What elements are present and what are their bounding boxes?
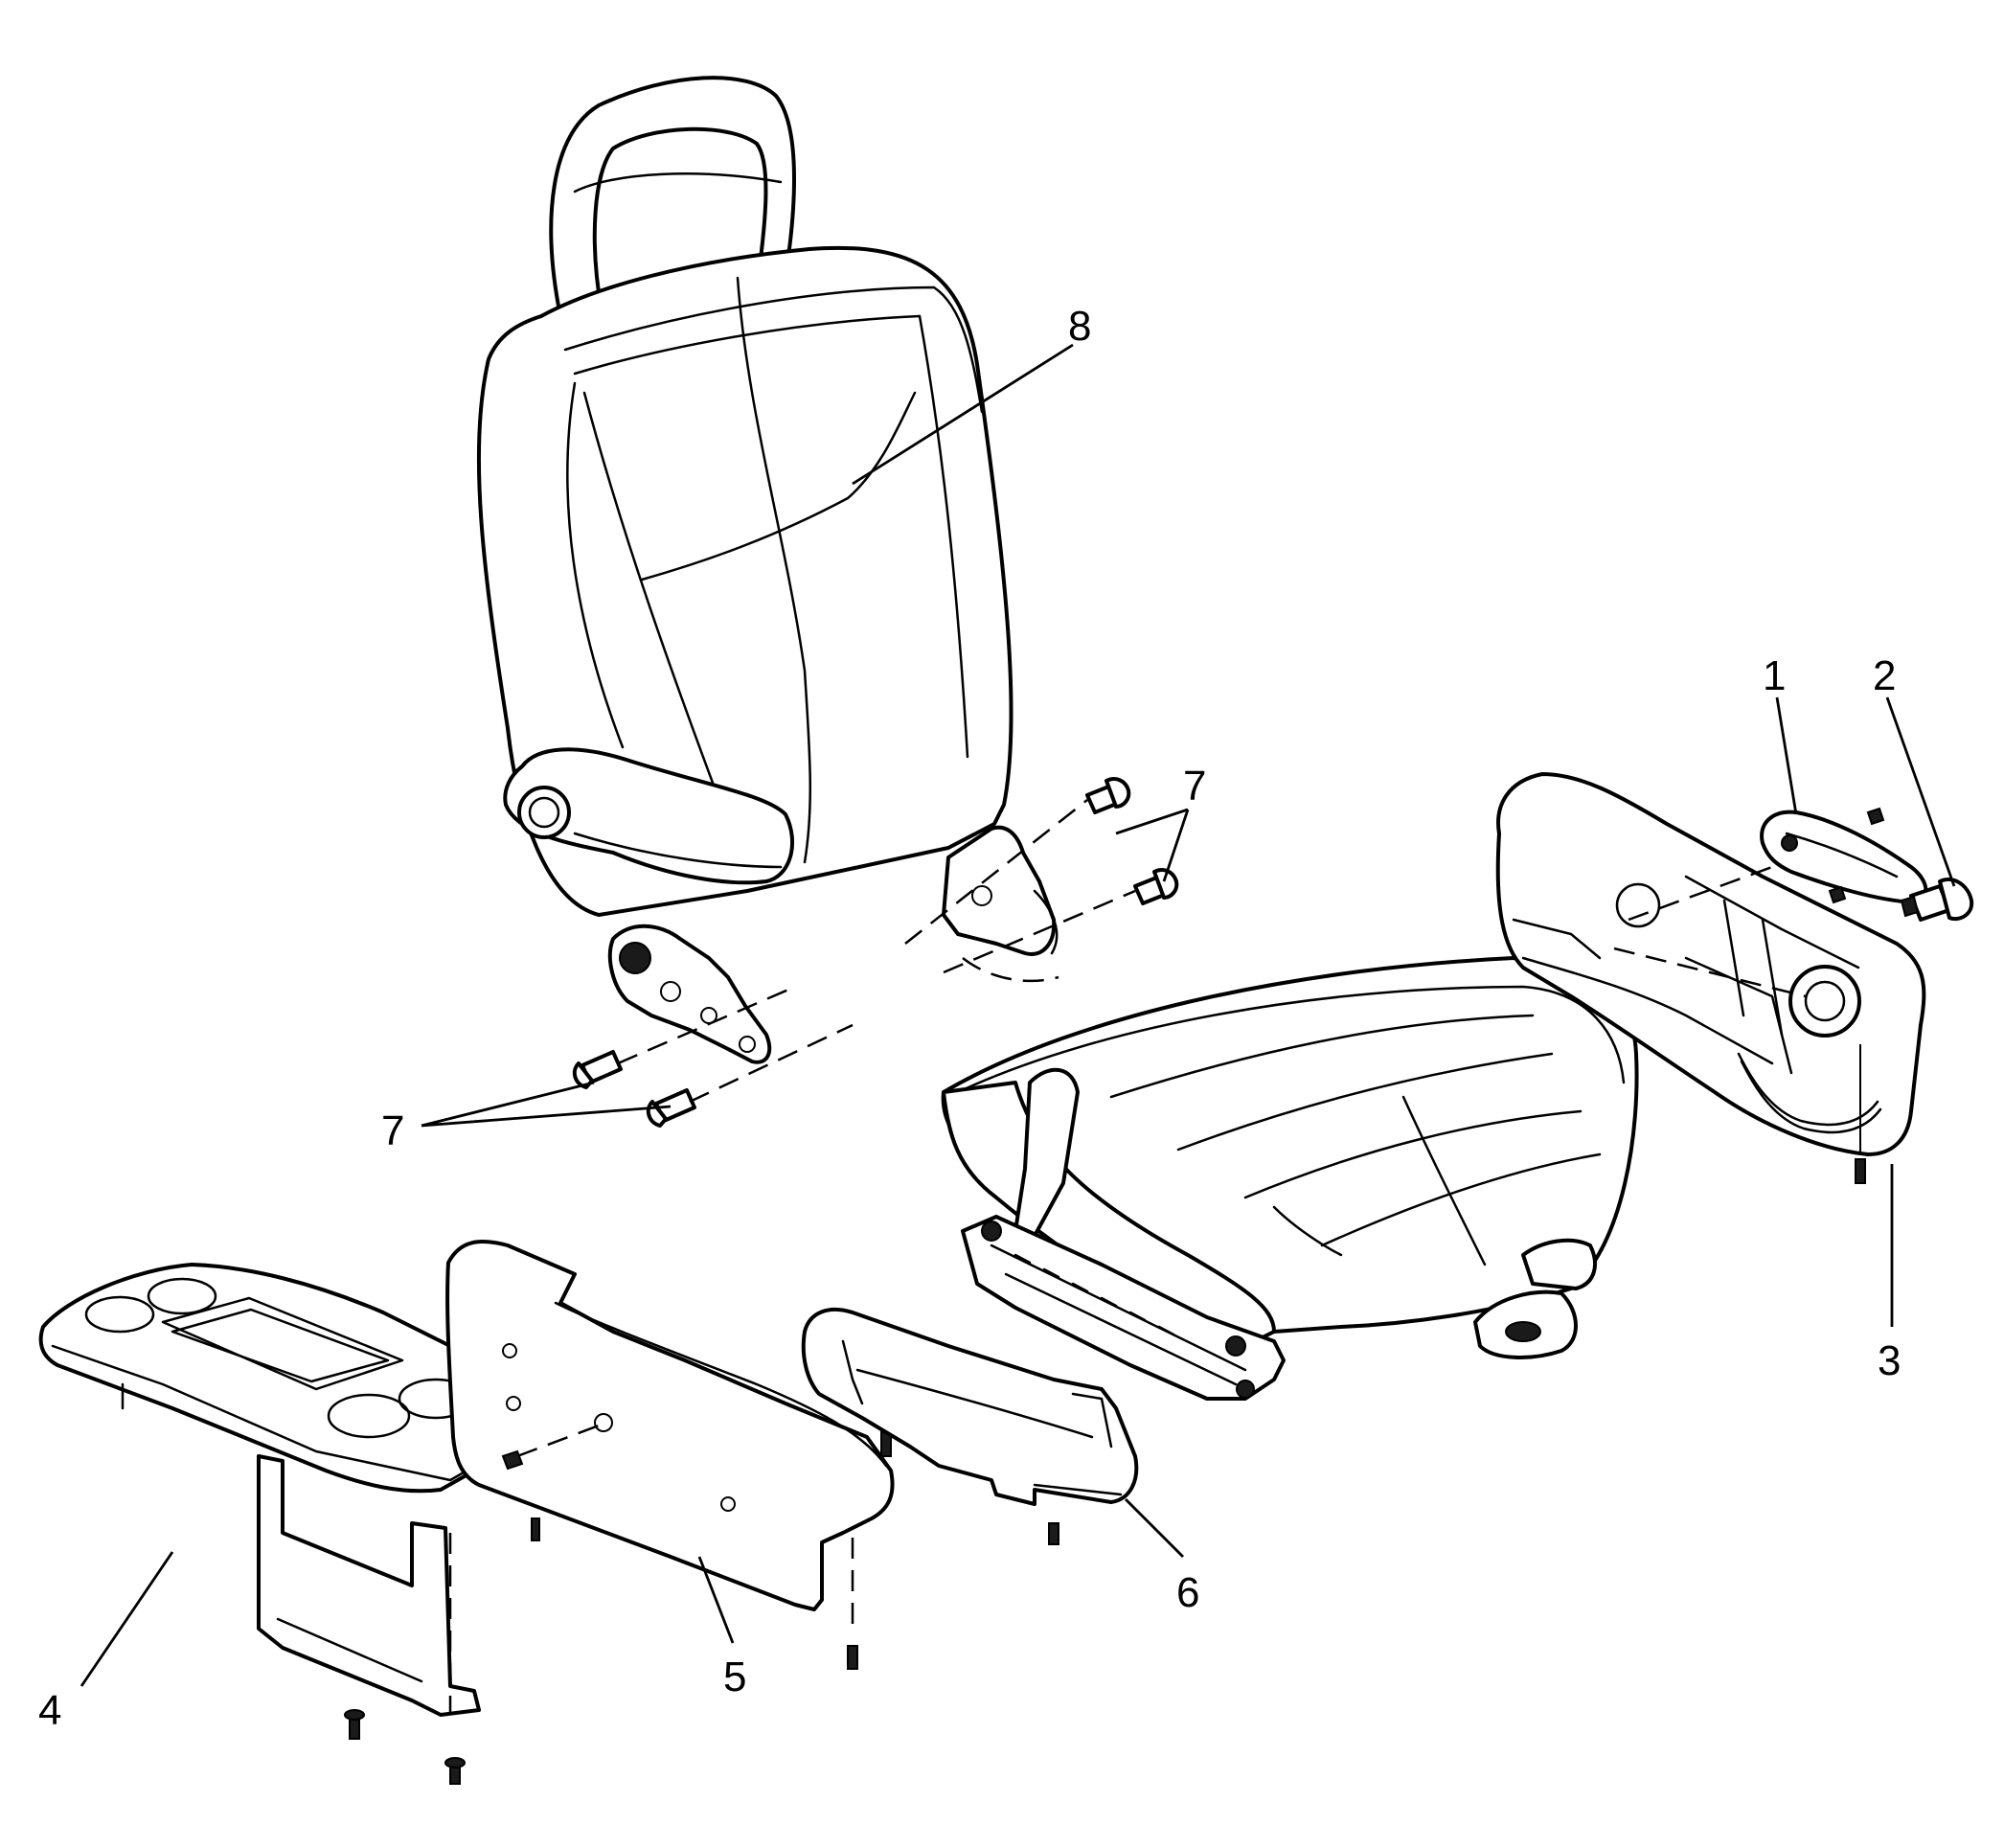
- leader-lines: [80, 343, 1956, 1687]
- inboard-trim-panel: [445, 1240, 895, 1670]
- leader-8: [852, 343, 1074, 486]
- bolt: [572, 1050, 623, 1089]
- seat-back-cushion: [476, 245, 1013, 917]
- callout-7-lower: 7: [381, 1107, 404, 1154]
- seat-cushion: [941, 956, 1639, 1401]
- cupholder-tray: [38, 1263, 540, 1785]
- knob: [1900, 878, 1974, 922]
- callout-2: 2: [1873, 652, 1896, 699]
- leader-2: [1885, 696, 1956, 887]
- callout-labels: 1 2 3 4 5 6 7 7 8: [38, 303, 1901, 1734]
- leader-6: [1125, 1498, 1184, 1558]
- leader-4: [80, 1551, 174, 1687]
- leader-7-upper: [1115, 808, 1190, 882]
- seat-frame: [961, 1215, 1286, 1401]
- tray-bracket: [257, 1454, 481, 1717]
- seat-back: [476, 76, 1059, 1064]
- leader-1: [1775, 696, 1798, 815]
- armrest-pivot: [517, 786, 571, 839]
- leader-7-lower: [421, 1081, 672, 1128]
- recliner-hinge-right: [942, 825, 1057, 956]
- bolt-group-upper: [904, 777, 1179, 974]
- callout-6: 6: [1176, 1569, 1199, 1616]
- callout-7-upper: 7: [1183, 763, 1206, 810]
- callout-8: 8: [1068, 303, 1091, 350]
- callout-1: 1: [1763, 652, 1786, 699]
- front-trim-panel: [801, 1307, 1139, 1545]
- callout-4: 4: [38, 1687, 61, 1734]
- bolt-group-lower: [572, 985, 854, 1128]
- callout-5: 5: [723, 1654, 746, 1700]
- bolt: [1085, 777, 1131, 814]
- callout-3: 3: [1878, 1337, 1901, 1384]
- outboard-trim-panel: [1495, 772, 1926, 1184]
- armrest: [503, 747, 795, 885]
- bolt: [1133, 868, 1179, 905]
- leader-5: [697, 1556, 735, 1644]
